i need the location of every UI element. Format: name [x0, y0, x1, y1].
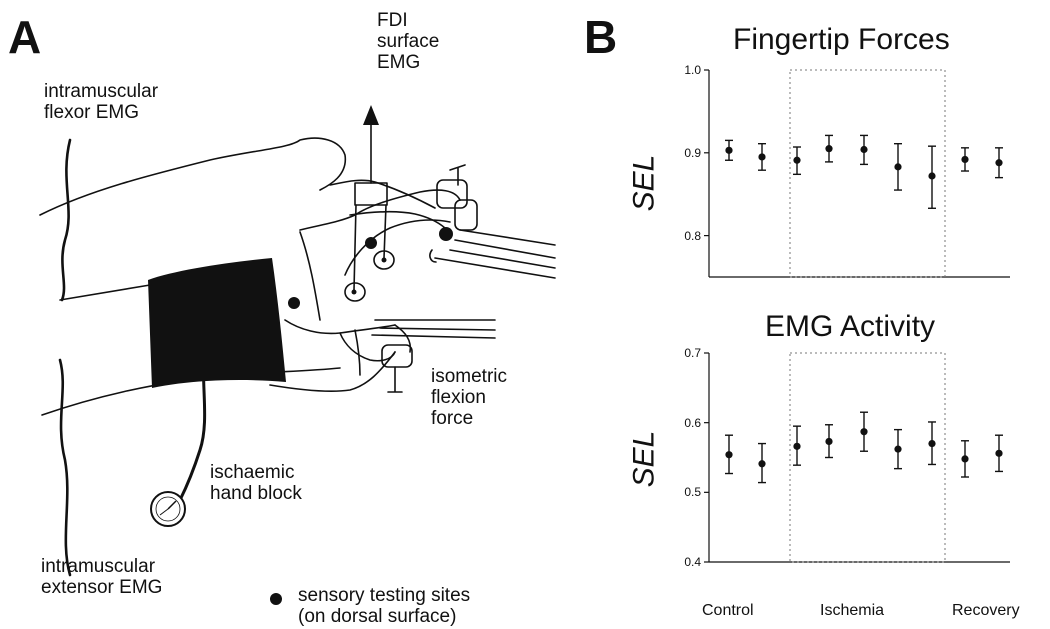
chart1-data-point	[894, 163, 902, 171]
extensor-emg-label: intramuscular extensor EMG	[41, 556, 163, 598]
isometric-force-label: isometric flexion force	[431, 366, 508, 429]
chart1-data-point	[860, 145, 868, 154]
chart2-data-point	[860, 428, 868, 436]
sensory-sites-label: sensory testing sites (on dorsal surface…	[298, 585, 471, 627]
chart1-title: Fingertip Forces	[733, 23, 950, 56]
chart1-ischemia-region	[789, 69, 946, 278]
chart2-data-point	[758, 460, 766, 468]
fdi-emg-label: FDI surface EMG	[377, 10, 440, 73]
chart2-data-point	[725, 451, 733, 459]
chart1-data-point	[725, 146, 733, 154]
panel-a-letter: A	[8, 11, 42, 63]
chart1-tick-label: 1.0	[684, 63, 701, 77]
flexor-emg-label: intramuscular flexor EMG	[44, 81, 159, 123]
chart1-data-point	[825, 145, 833, 153]
chart1-data-point	[758, 153, 766, 161]
chart2-tick-label: 0.6	[684, 415, 701, 430]
chart2-ischemia-region	[789, 352, 946, 563]
chart2-data-point	[894, 445, 902, 453]
chart2-tick-label: 0.4	[684, 555, 701, 569]
chart2-data-point	[825, 437, 833, 446]
chart2-tick-label: 0.5	[684, 485, 701, 500]
condition-label-control: Control	[702, 602, 754, 619]
chart2-data-point	[793, 442, 801, 450]
chart2-data-point	[995, 449, 1003, 457]
sensory-site-legend-marker	[270, 593, 282, 605]
chart2-data-point	[928, 439, 936, 448]
condition-label-ischemia: Ischemia	[820, 602, 885, 619]
chart1-data-point	[995, 159, 1003, 167]
chart1-tick-label: 0.9	[684, 145, 701, 160]
condition-label-recovery: Recovery	[952, 602, 1020, 619]
chart1-data-point	[793, 156, 801, 164]
chart2-tick-label: 0.7	[684, 346, 701, 360]
chart2-title: EMG Activity	[765, 310, 936, 343]
ischaemic-block-label: ischaemic hand block	[210, 462, 302, 504]
chart2-data-point	[961, 455, 969, 463]
pressure-gauge-icon	[150, 491, 186, 527]
chart1-tick-label: 0.8	[684, 228, 701, 243]
panel-b-letter: B	[584, 11, 618, 63]
cuff-shape	[148, 258, 286, 388]
chart1-data-point	[961, 155, 969, 164]
chart1-data-point	[928, 172, 936, 180]
